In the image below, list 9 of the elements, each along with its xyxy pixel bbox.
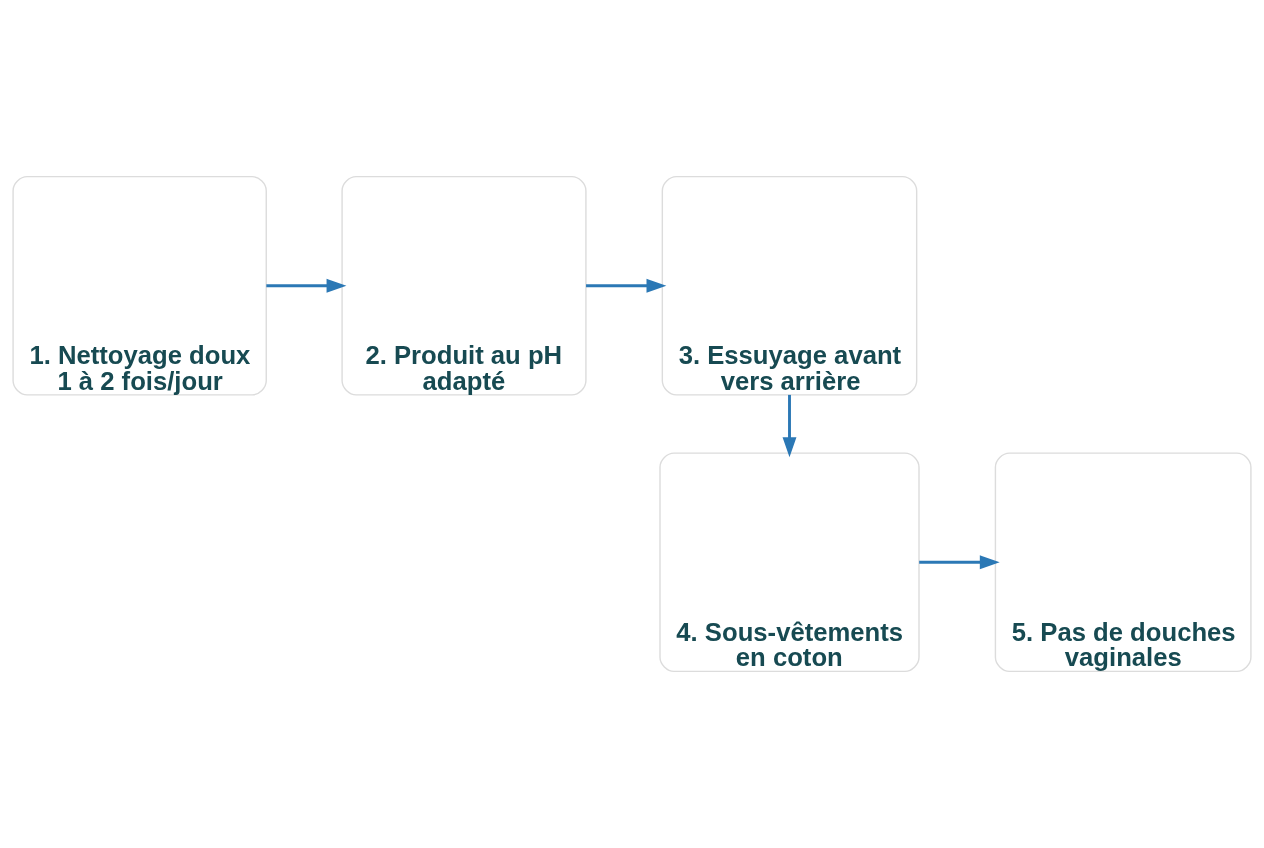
arrow xyxy=(586,278,667,293)
node-box: 3. Essuyage avant vers arrière xyxy=(661,175,918,396)
arrow xyxy=(782,394,797,458)
arrow xyxy=(919,555,1000,570)
arrow xyxy=(266,278,347,293)
node-box: 2. Produit au pH adapté xyxy=(341,175,587,396)
node-box: 4. Sous-vêtements en coton xyxy=(659,452,920,673)
node-box: 5. Pas de douches vaginales xyxy=(994,452,1252,673)
node-box: 1. Nettoyage doux 1 à 2 fois/jour xyxy=(12,175,267,396)
